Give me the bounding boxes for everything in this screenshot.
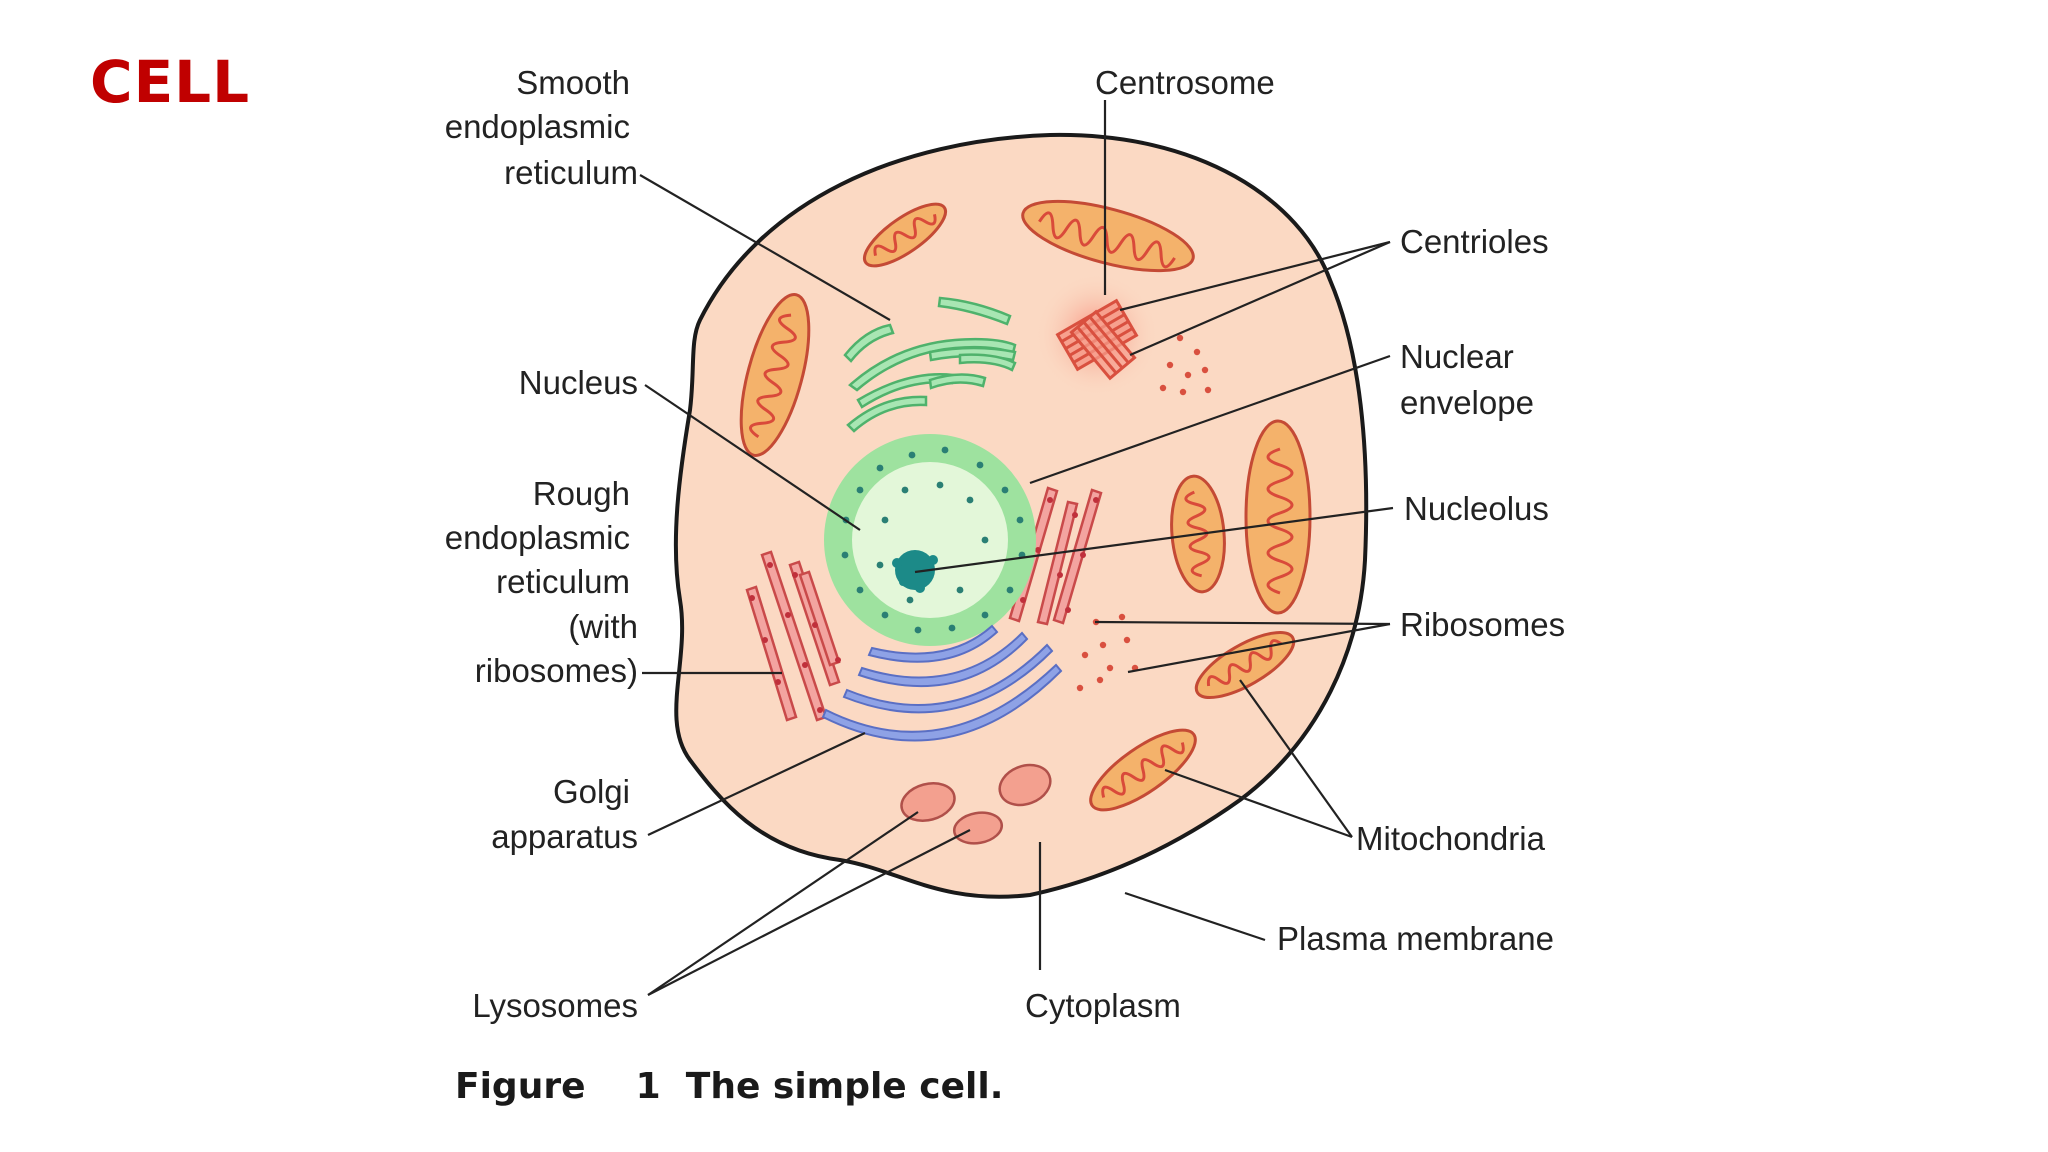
nucleus-shape — [824, 434, 1036, 646]
lysosomes-shape — [900, 763, 1052, 845]
label-rough-er-1: Rough — [533, 475, 630, 512]
mitochondria-shapes — [739, 199, 1312, 812]
caption-text: The simple cell. — [685, 1066, 1004, 1107]
label-rough-er-3: reticulum — [496, 563, 630, 600]
label-nucleus: Nucleus — [519, 364, 638, 401]
label-smooth-er-2: endoplasmic — [445, 108, 630, 145]
figure-caption: Figure 1 The simple cell. — [455, 1066, 1003, 1107]
label-centrioles: Centrioles — [1400, 223, 1549, 260]
label-golgi-2: apparatus — [491, 818, 638, 855]
label-nuclear-envelope-1: Nuclear — [1400, 338, 1514, 375]
label-cytoplasm: Cytoplasm — [1025, 987, 1181, 1024]
label-plasma-membrane: Plasma membrane — [1277, 920, 1554, 957]
slide-title: CELL — [90, 48, 251, 116]
label-rough-er-4: (with — [568, 608, 638, 645]
rough-er-ribosomes — [749, 497, 1099, 713]
label-rough-er-2: endoplasmic — [445, 519, 630, 556]
centrioles-shape — [1055, 298, 1139, 381]
leader-lines — [639, 100, 1394, 996]
golgi-shape — [821, 624, 1063, 742]
label-smooth-er-1: Smooth — [516, 64, 630, 101]
label-nuclear-envelope-2: envelope — [1400, 384, 1534, 421]
label-golgi-1: Golgi — [553, 773, 630, 810]
label-centrosome: Centrosome — [1095, 64, 1275, 101]
cytoplasm-ribosomes — [1076, 613, 1139, 692]
label-lysosomes: Lysosomes — [472, 987, 638, 1024]
nucleolus-shape — [892, 550, 938, 593]
smooth-er-shape — [843, 296, 1017, 433]
label-mitochondria: Mitochondria — [1356, 820, 1546, 857]
centrosome-ribosome-dots — [1159, 334, 1212, 396]
label-rough-er-5: ribosomes) — [475, 652, 638, 689]
label-ribosomes: Ribosomes — [1400, 606, 1565, 643]
caption-number: 1 — [635, 1066, 661, 1107]
label-smooth-er-3: reticulum — [504, 154, 638, 191]
label-nucleolus: Nucleolus — [1404, 490, 1549, 527]
caption-figure-word: Figure — [455, 1066, 586, 1107]
